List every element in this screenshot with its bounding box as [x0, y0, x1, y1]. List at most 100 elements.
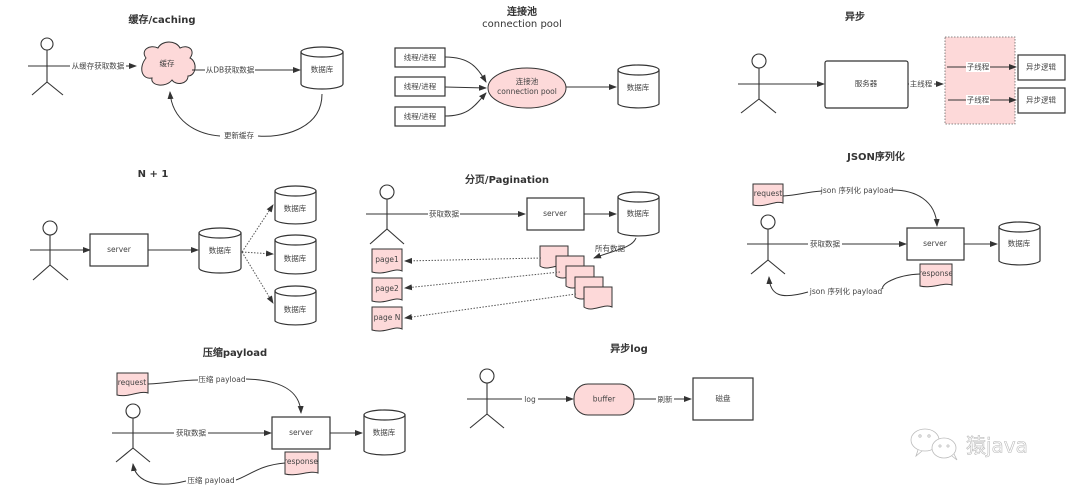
json-title: JSON序列化: [846, 150, 905, 163]
edge-all-data: [593, 237, 637, 259]
actor-icon: [28, 37, 66, 96]
page-doc: page2: [371, 277, 403, 303]
edge-thread-pool: [444, 84, 487, 91]
edge-request-b: [245, 378, 304, 414]
async-log-diagram: 异步log log buffer 刷新 磁盘: [467, 342, 754, 429]
edge-request-a: [782, 190, 823, 197]
thread-box: 线程/进程: [394, 47, 446, 68]
caching-diagram: 缓存/caching 从缓存获取数据 缓存 从DB获取数据 数据库 更新缓存: [28, 13, 344, 140]
server-box: [271, 416, 331, 450]
page-doc: page1: [371, 248, 403, 274]
edge-to-page: [404, 293, 577, 320]
pool-node-label-en: connection pool: [497, 87, 557, 96]
data-pages-stack: [539, 245, 613, 310]
edge-request-a: [147, 379, 199, 385]
pagination-diagram: 分页/Pagination 获取数据 server 数据库 所有数据 page1…: [366, 173, 660, 332]
disk-box: [692, 377, 754, 421]
edge-label-fetch: 获取数据: [810, 239, 840, 249]
compress-title: 压缩payload: [203, 346, 267, 359]
edge-label-log: log: [524, 395, 536, 404]
database-icon: [198, 227, 242, 274]
edge-to-page: [404, 257, 542, 264]
response-label: response: [284, 457, 318, 466]
pool-node-label-cn: 连接池: [516, 76, 539, 86]
async-diagram: 异步 服务器 主线程 子线程 子线程 异步逻辑 异步逻辑: [738, 10, 1066, 125]
edge-response-a: [235, 462, 286, 481]
response-doc: response: [919, 263, 953, 288]
server-box: [906, 227, 965, 261]
thread-box: 线程/进程: [394, 76, 446, 97]
db-child-label: 数据库: [284, 253, 307, 263]
edge-update-cache-b: [167, 91, 221, 137]
edge-label-sub-thread: 子线程: [967, 95, 990, 105]
thread-label: 线程/进程: [404, 52, 437, 62]
db-label: 数据库: [311, 64, 334, 74]
watermark-text: 猿java: [966, 434, 1028, 458]
db-child-label: 数据库: [284, 304, 307, 314]
thread-label: 线程/进程: [404, 111, 437, 121]
cache-cloud: [141, 41, 196, 86]
async-logic-label: 异步逻辑: [1026, 95, 1056, 105]
async-logic-box: [1017, 87, 1066, 114]
db-main-label: 数据库: [209, 245, 232, 255]
edge-label-request: json 序列化 payload: [820, 185, 894, 195]
server-label: server: [543, 209, 568, 218]
response-label: response: [919, 269, 953, 278]
edge-label-response: 压缩 payload: [187, 475, 234, 485]
request-doc: request: [752, 183, 784, 207]
request-label: request: [754, 189, 783, 198]
async-logic-label: 异步逻辑: [1026, 62, 1056, 72]
json-serialization-diagram: JSON序列化 request json 序列化 payload 获取数据 se…: [747, 150, 1041, 297]
db-label: 数据库: [1008, 238, 1031, 248]
async-logic-box: [1017, 54, 1066, 81]
edge-label-flush: 刷新: [658, 394, 673, 404]
edge-response-a: [882, 273, 921, 290]
edge-label-request: 压缩 payload: [198, 374, 245, 384]
thread-group: [944, 36, 1016, 125]
edge-thread-pool: [444, 92, 487, 117]
connection-pool-node: [487, 67, 567, 109]
server-label: server: [923, 239, 948, 248]
server-label: 服务器: [855, 78, 878, 88]
page-label: page1: [375, 255, 399, 264]
async-title: 异步: [845, 10, 865, 23]
edge-label-get-from-cache: 从缓存获取数据: [72, 61, 125, 71]
pagination-title: 分页/Pagination: [465, 173, 549, 186]
edge-request-b: [891, 189, 940, 227]
edge-to-page: [404, 271, 561, 291]
server-box: [89, 233, 149, 267]
edge-label-all-data: 所有数据: [595, 243, 625, 253]
response-doc: response: [284, 451, 319, 476]
pool-title-en: connection pool: [482, 19, 562, 30]
actor-icon: [467, 368, 507, 429]
page-label: page2: [375, 284, 399, 293]
caching-title: 缓存/caching: [127, 13, 195, 26]
pool-title-cn: 连接池: [507, 5, 537, 18]
edge-db-child: [241, 251, 274, 304]
edge-thread-pool: [444, 56, 487, 83]
edge-label-main-thread: 主线程: [910, 79, 933, 89]
actor-icon: [747, 214, 789, 275]
database-icon: [274, 285, 317, 326]
actor-icon: [30, 220, 70, 281]
db-label: 数据库: [373, 427, 396, 437]
cache-label: 缓存: [160, 58, 175, 68]
database-icon: [274, 185, 317, 225]
server-label: server: [107, 245, 132, 254]
database-icon: [363, 409, 406, 456]
data-page-doc: [583, 286, 613, 310]
edge-update-cache-a: [257, 93, 323, 137]
page-label: page N: [374, 313, 401, 322]
request-label: request: [118, 378, 147, 387]
db-child-label: 数据库: [284, 203, 307, 213]
database-icon: [300, 46, 344, 90]
async-log-title: 异步log: [610, 342, 647, 355]
page-doc: page N: [371, 306, 403, 332]
n-plus-one-diagram: N + 1 server 数据库 数据库 数据库: [30, 169, 317, 326]
thread-label: 线程/进程: [404, 81, 437, 91]
n-plus-one-title: N + 1: [138, 169, 169, 180]
disk-label: 磁盘: [716, 393, 731, 403]
request-doc: request: [116, 372, 149, 397]
connection-pool-diagram: 连接池 connection pool 线程/进程 线程/进程 线程/进程 连接…: [394, 5, 660, 127]
